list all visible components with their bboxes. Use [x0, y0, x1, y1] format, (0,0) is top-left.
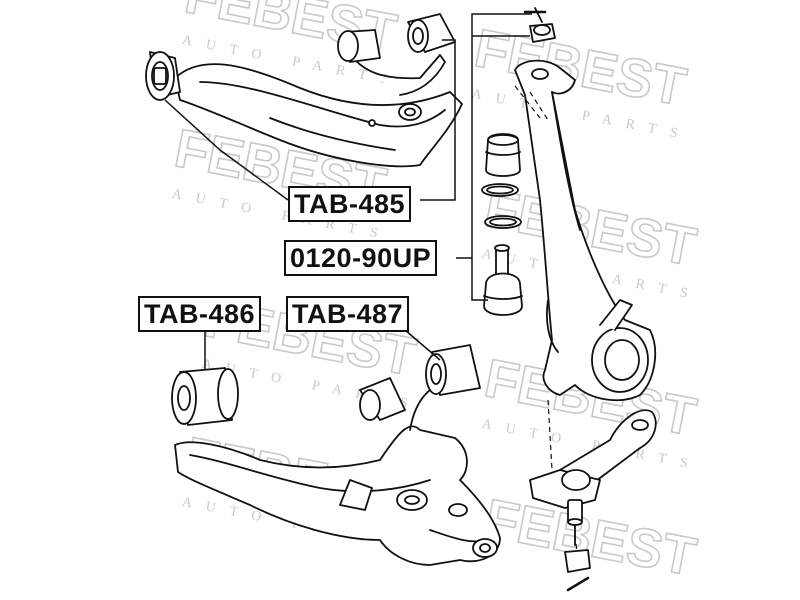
lower-arm-rear-bushing: [425, 344, 481, 396]
watermark-brand-8: FEBEST: [480, 488, 701, 588]
leader-tab485-rear: [420, 39, 456, 201]
lower-arm-front-bushing: [171, 367, 239, 426]
snap-ring-upper: [481, 183, 519, 197]
assembly-dashed-lines: [514, 85, 578, 553]
lower-castle-nut: [564, 549, 591, 573]
callout-0120-90up: 0120-90UP: [284, 240, 438, 276]
upper-arm-front-bushing: [145, 51, 181, 101]
upper-bolt: [523, 7, 556, 43]
cotter-pin: [566, 576, 590, 592]
leader-lines: [164, 13, 532, 370]
leader-0120-bracket: [471, 13, 532, 301]
ball-joint-dust-boot: [485, 133, 521, 177]
callout-tab-487: TAB-487: [286, 296, 410, 332]
upper-control-arm: [174, 54, 463, 168]
callout-tab-485: TAB-485: [288, 186, 412, 222]
lower-ball-joint: [529, 469, 601, 546]
lower-arm-rear-mount: [359, 377, 406, 421]
lower-control-arm: [174, 379, 501, 566]
snap-ring-lower: [484, 215, 522, 229]
callout-tab-486: TAB-486: [138, 296, 262, 332]
upper-arm-rear-bushing-a: [337, 29, 381, 63]
steering-knuckle: [514, 59, 657, 402]
upper-arm-rear-bushing-b: [407, 13, 456, 53]
leader-tab487: [404, 329, 441, 361]
upper-ball-joint: [483, 244, 523, 316]
leader-tab485-front: [164, 99, 289, 201]
